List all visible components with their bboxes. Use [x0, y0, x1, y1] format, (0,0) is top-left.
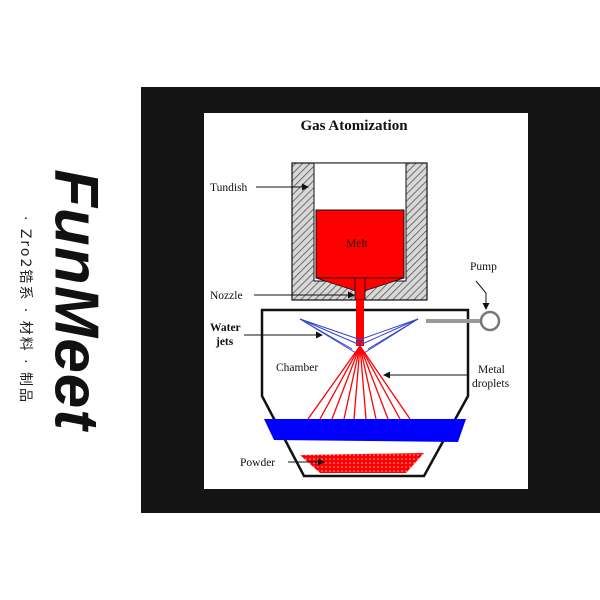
- brand-panel: FunMeet · Zro2锆系 · 材料 · 制品: [0, 0, 140, 600]
- gas-atomization-diagram: Gas Atomization: [210, 118, 510, 478]
- brand-logo-text: FunMeet: [41, 169, 111, 431]
- nozzle-label: Nozzle: [210, 290, 243, 302]
- water-jets: [299, 318, 419, 354]
- melt-body: [315, 209, 405, 292]
- powder-label: Powder: [240, 457, 275, 469]
- metal-droplets: [307, 345, 411, 420]
- pump-arrow: [475, 280, 490, 310]
- water-jets-label-line1: Water: [210, 322, 241, 334]
- water-layer: [264, 419, 466, 442]
- melt-label: Melt: [346, 238, 369, 250]
- metal-droplets-label-line1: Metal: [478, 364, 505, 376]
- tundish-label: Tundish: [210, 182, 248, 194]
- diagram-figure: Gas Atomization: [204, 113, 528, 489]
- powder-pile: [300, 453, 424, 473]
- metal-droplets-label-line2: droplets: [472, 378, 510, 390]
- pump-label: Pump: [470, 261, 497, 273]
- water-jets-label-line2: jets: [215, 336, 234, 348]
- melt-stream: [356, 300, 364, 346]
- diagram-title: Gas Atomization: [300, 118, 408, 134]
- brand-tagline: · Zro2锆系 · 材料 · 制品: [17, 215, 33, 405]
- chamber-label: Chamber: [276, 362, 318, 374]
- pump-icon: [479, 310, 501, 332]
- nozzle-stream: [354, 277, 366, 301]
